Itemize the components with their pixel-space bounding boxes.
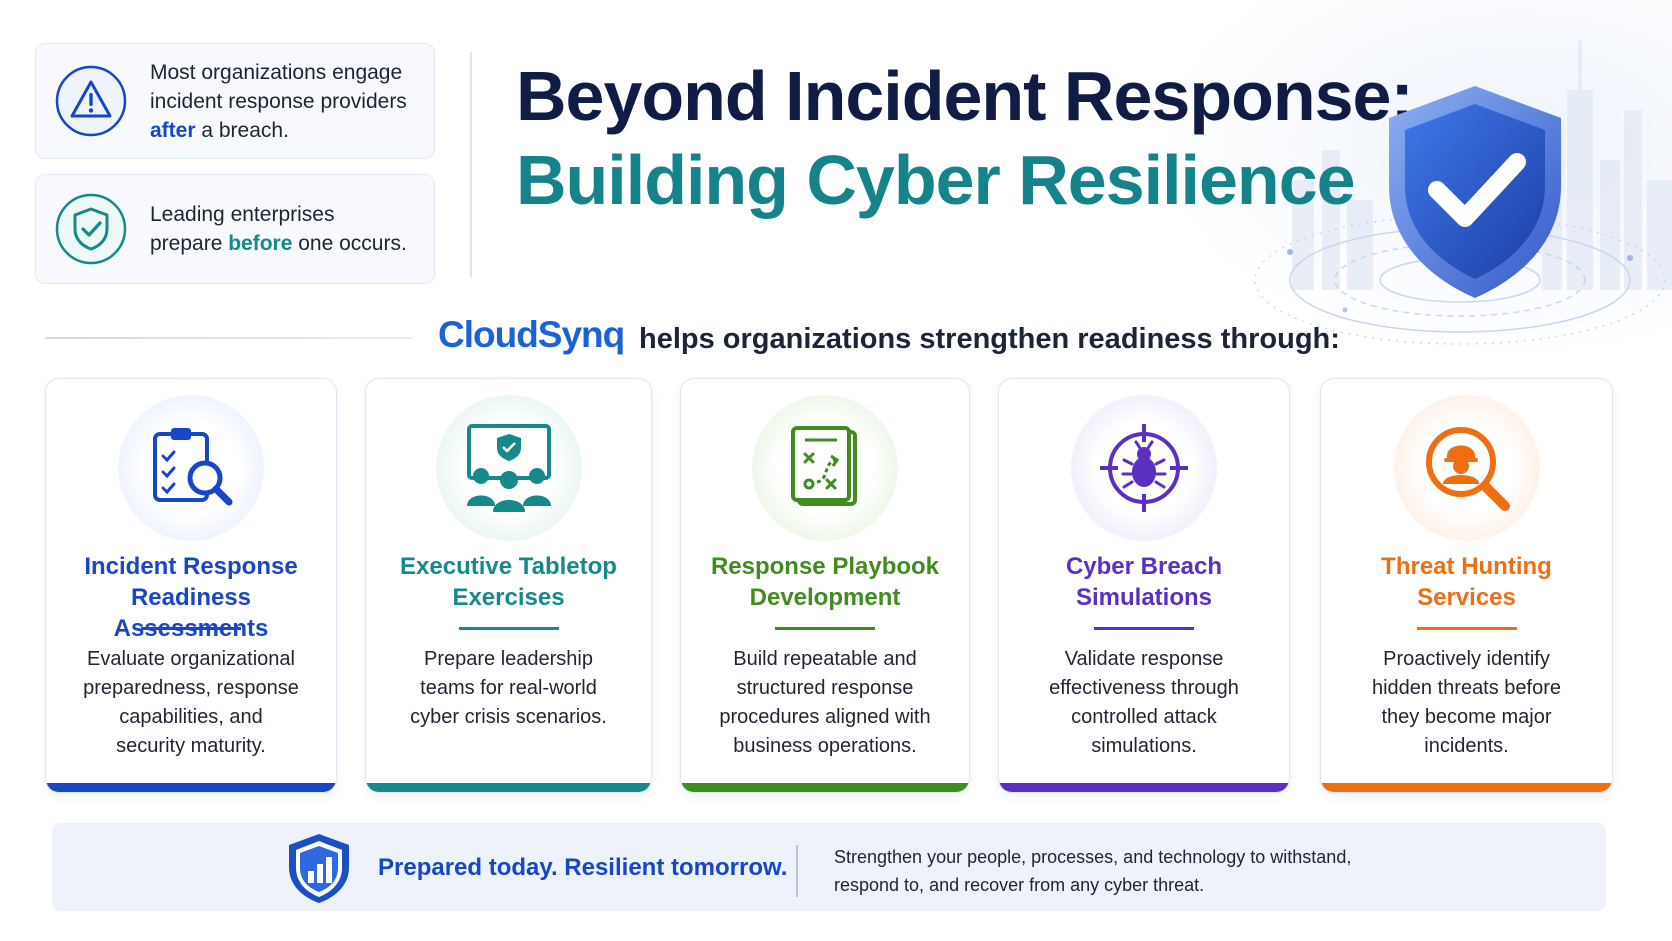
- info-rest: a breach.: [195, 118, 289, 142]
- desc-line: structured response: [736, 677, 914, 699]
- info-prefix: prepare: [150, 232, 229, 255]
- banner-desc-line: respond to, and recover from any cyber t…: [834, 875, 1205, 895]
- vertical-divider: [470, 52, 472, 277]
- info-line: Most organizations engage: [150, 60, 403, 84]
- service-card-tabletop-exercises: Executive Tabletop Exercises Prepare lea…: [365, 378, 652, 793]
- service-title: Incident Response Readiness Assessments: [56, 551, 326, 644]
- service-accent-bar: [366, 783, 651, 792]
- service-title-line: Executive Tabletop: [400, 553, 617, 580]
- service-accent-bar: [681, 783, 969, 792]
- service-title-line: Services: [1417, 584, 1516, 611]
- banner-divider: [796, 845, 798, 897]
- brand-name: CloudSynq: [438, 314, 625, 355]
- service-title-line: Threat Hunting: [1381, 553, 1552, 580]
- info-line: prepare before one occurs.: [150, 229, 407, 258]
- service-card-readiness-assessments: Incident Response Readiness Assessments …: [45, 378, 337, 793]
- banner-description: Strengthen your people, processes, and t…: [834, 843, 1351, 899]
- service-divider: [775, 627, 875, 630]
- shield-chart-icon: [289, 834, 349, 903]
- desc-line: incidents.: [1424, 735, 1509, 757]
- service-description: Proactively identify hidden threats befo…: [1339, 645, 1594, 761]
- info-text-after: Most organizations engage incident respo…: [150, 58, 407, 145]
- hacker-magnifier-icon: [1393, 395, 1540, 541]
- info-card-after-breach: Most organizations engage incident respo…: [35, 43, 435, 159]
- service-description: Evaluate organizational preparedness, re…: [64, 645, 318, 761]
- page-title-line2: Building Cyber Resilience: [516, 141, 1356, 219]
- service-description: Build repeatable and structured response…: [699, 645, 951, 761]
- desc-line: teams for real-world: [420, 677, 597, 699]
- desc-line: Evaluate organizational: [87, 648, 295, 670]
- service-accent-bar: [46, 783, 336, 792]
- service-divider: [1094, 627, 1194, 630]
- service-title: Cyber Breach Simulations: [1009, 551, 1279, 613]
- info-line: Leading enterprises: [150, 203, 335, 226]
- service-title-line: Cyber Breach: [1065, 553, 1223, 580]
- service-description: Prepare leadership teams for real-world …: [384, 645, 633, 732]
- warning-triangle-icon: [54, 64, 128, 138]
- desc-line: security maturity.: [116, 735, 266, 757]
- info-card-before-breach: Leading enterprises prepare before one o…: [35, 174, 435, 284]
- service-description: Validate response effectiveness through …: [1017, 645, 1271, 761]
- desc-line: capabilities, and: [119, 706, 263, 728]
- service-divider: [141, 627, 241, 630]
- service-title-line: Simulations: [1075, 584, 1213, 611]
- info-line: incident response providers: [150, 89, 407, 113]
- info-rest: one occurs.: [292, 232, 407, 255]
- desc-line: Proactively identify: [1383, 648, 1550, 670]
- service-title-line: Development: [749, 584, 901, 611]
- service-accent-bar: [999, 783, 1289, 792]
- info-line: after a breach.: [150, 116, 407, 145]
- checklist-magnifier-icon: [118, 395, 264, 541]
- desc-line: procedures aligned with: [719, 706, 931, 728]
- service-card-playbook-development: Response Playbook Development Build repe…: [680, 378, 970, 793]
- playbook-icon: [752, 395, 898, 541]
- shield-checkmark-icon: [1389, 86, 1561, 298]
- bug-target-icon: [1071, 395, 1217, 541]
- banner-desc-line: Strengthen your people, processes, and t…: [834, 847, 1352, 867]
- shield-check-icon: [54, 192, 128, 266]
- service-title-line: Exercises: [452, 584, 565, 611]
- subtitle-rule: [45, 337, 413, 339]
- highlight-after: after: [150, 118, 196, 142]
- service-card-threat-hunting: Threat Hunting Services Proactively iden…: [1320, 378, 1613, 793]
- desc-line: Build repeatable and: [733, 648, 917, 670]
- banner-tagline: Prepared today. Resilient tomorrow.: [378, 854, 788, 881]
- service-title: Response Playbook Development: [691, 551, 959, 613]
- desc-line: Prepare leadership: [424, 648, 593, 670]
- service-title-line: Readiness Assessments: [113, 584, 269, 642]
- subtitle-text: helps organizations strengthen readiness…: [639, 323, 1340, 355]
- desc-line: preparedness, response: [83, 677, 299, 699]
- desc-line: cyber crisis scenarios.: [410, 706, 607, 728]
- service-title-line: Response Playbook: [710, 553, 940, 580]
- info-text-before: Leading enterprises prepare before one o…: [150, 200, 407, 258]
- service-divider: [1416, 627, 1517, 630]
- highlight-before: before: [228, 232, 293, 255]
- desc-line: they become major: [1381, 706, 1552, 728]
- service-divider: [458, 627, 559, 630]
- service-title: Executive Tabletop Exercises: [376, 551, 641, 613]
- desc-line: business operations.: [733, 735, 917, 757]
- desc-line: controlled attack: [1071, 706, 1217, 728]
- service-title-line: Incident Response: [84, 553, 298, 580]
- desc-line: hidden threats before: [1371, 677, 1562, 699]
- service-accent-bar: [1321, 783, 1612, 792]
- desc-line: Validate response: [1064, 648, 1224, 670]
- bottom-banner: Prepared today. Resilient tomorrow. Stre…: [52, 823, 1606, 911]
- service-card-breach-simulations: Cyber Breach Simulations Validate respon…: [998, 378, 1290, 793]
- team-presentation-icon: [435, 395, 582, 541]
- page-title-line1: Beyond Incident Response:: [516, 57, 1414, 135]
- service-title: Threat Hunting Services: [1331, 551, 1602, 613]
- desc-line: effectiveness through: [1049, 677, 1239, 699]
- desc-line: simulations.: [1091, 735, 1197, 757]
